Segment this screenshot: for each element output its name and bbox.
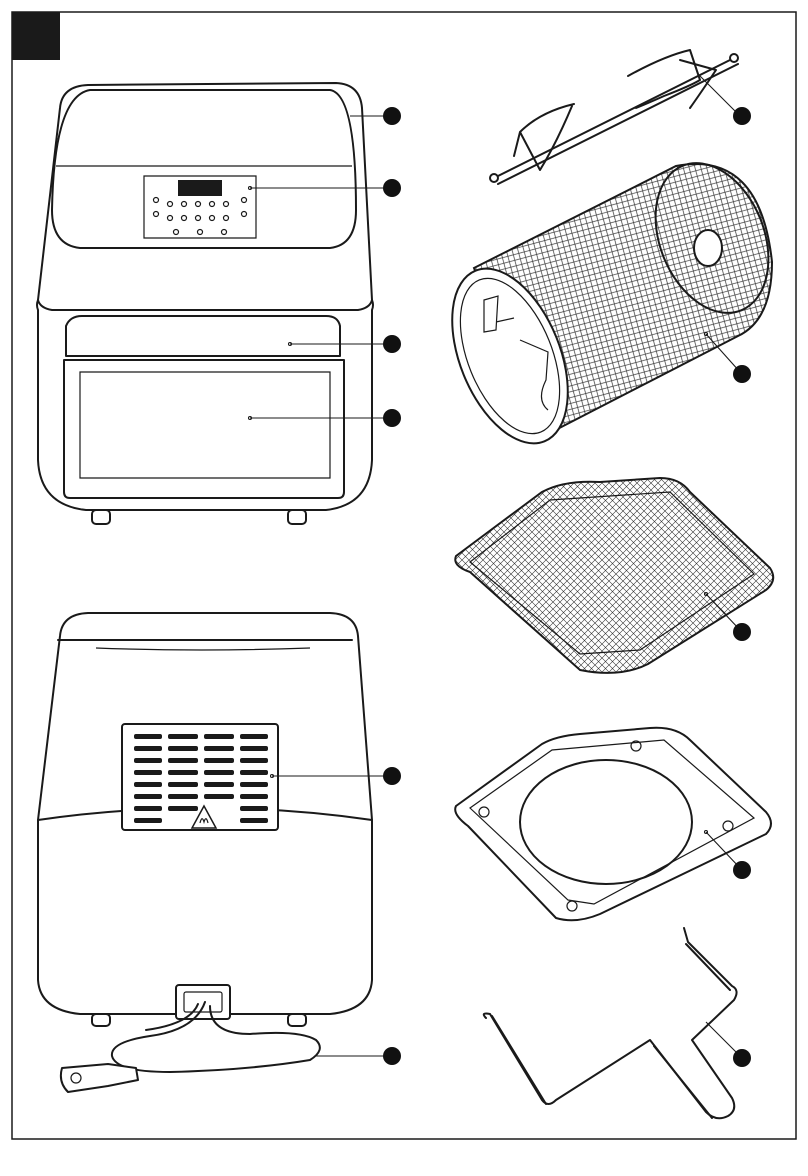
drip-tray: [455, 728, 771, 921]
foot: [288, 1014, 306, 1026]
callout-removal-tool: [706, 1022, 751, 1067]
foot: [92, 510, 110, 524]
mesh-tray: [455, 478, 773, 673]
foot: [92, 1014, 110, 1026]
foot: [288, 510, 306, 524]
callout-power-cord: [316, 1047, 401, 1065]
corner-tab: [12, 12, 60, 60]
removal-tool: [484, 928, 737, 1118]
plug-icon: [61, 1064, 138, 1092]
appliance-front-view: [37, 83, 373, 524]
appliance-rear-view: [38, 613, 372, 1026]
air-outlet-grille: [122, 724, 278, 830]
callout-rotisserie-spit: [700, 76, 751, 125]
display-screen: [178, 180, 222, 196]
rotisserie-basket: [429, 146, 789, 460]
